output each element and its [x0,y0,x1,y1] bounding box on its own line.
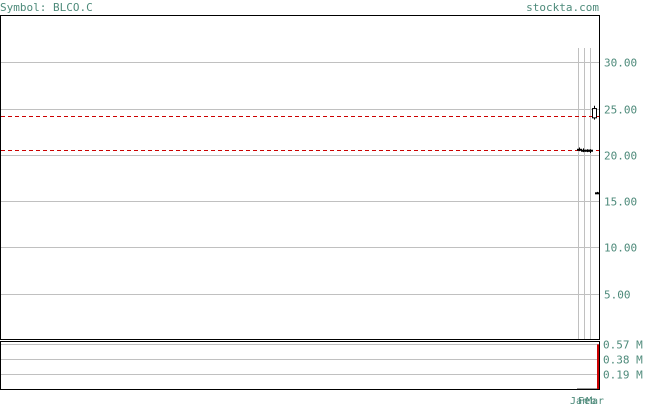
site-label: stockta.com [526,1,599,14]
symbol-label: Symbol: BLCO.C [0,1,93,14]
volume-tick-label: 0.57 M [603,339,643,352]
volume-tick-label: 0.19 M [603,369,643,382]
date-tick-label: Jan [570,396,588,406]
volume-axis-labels: 0.57 M 0.38 M 0.19 M [603,339,643,382]
price-tick-label: 25.00 [604,104,637,117]
price-tick-label: 20.00 [604,150,637,163]
volume-bars [577,344,600,390]
candle-body [588,149,593,152]
candle-body [592,108,597,119]
price-panel-frame [0,15,600,340]
price-tick-label: 5.00 [604,289,631,302]
date-tick-label: Mar [586,396,604,406]
date-tick-label: Feb [578,396,596,406]
candle-body [581,149,586,152]
candle-body [577,148,582,151]
volume-tick-label: 0.38 M [603,354,643,367]
price-grid [1,48,600,340]
price-tick-label: 30.00 [604,57,637,70]
price-tick-label: 10.00 [604,242,637,255]
volume-bar [597,344,600,389]
price-candles [577,105,600,195]
price-tick-label: 15.00 [604,196,637,209]
volume-panel-frame [0,341,600,390]
resistance-lines [1,116,600,151]
volume-grid [1,344,600,375]
price-axis-labels: 30.00 25.00 20.00 15.00 10.00 5.00 [604,57,637,302]
candle-body [595,192,600,195]
